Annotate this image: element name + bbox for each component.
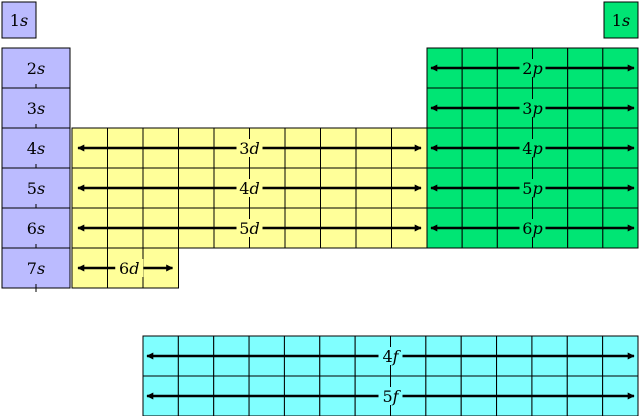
f-block-label: 5f <box>382 387 401 406</box>
shell-number: 6 <box>522 219 532 238</box>
orbital-letter: f <box>392 387 402 406</box>
p-block-label: 4p <box>522 139 542 158</box>
shell-number: 7 <box>27 259 37 278</box>
shell-number: 3 <box>239 139 249 158</box>
label-backdrop <box>115 259 144 277</box>
orbital-letter: f <box>392 347 402 366</box>
shell-number: 4 <box>27 139 37 158</box>
shell-number: 1 <box>612 11 622 30</box>
label-backdrop <box>25 99 47 117</box>
label-backdrop <box>519 179 546 197</box>
orbital-letter: d <box>129 259 139 278</box>
shell-number: 5 <box>239 219 249 238</box>
shell-number: 4 <box>382 347 392 366</box>
arrows-layer <box>25 59 635 405</box>
s-block-label: 7s <box>27 259 45 278</box>
s-block-label: 4s <box>27 139 45 158</box>
label-backdrop <box>236 219 263 237</box>
d-block-label: 4d <box>239 179 259 198</box>
label-backdrop <box>25 219 47 237</box>
orbital-letter: s <box>20 11 28 30</box>
label-backdrop <box>519 99 546 117</box>
shell-number: 4 <box>522 139 532 158</box>
orbital-letter: d <box>249 219 259 238</box>
orbital-letter: s <box>622 11 630 30</box>
p-block-label: 3p <box>522 99 542 118</box>
orbital-letter: s <box>37 99 45 118</box>
shell-number: 2 <box>522 59 532 78</box>
orbital-letter: p <box>532 219 542 238</box>
label-backdrop <box>236 179 263 197</box>
shell-number: 3 <box>27 99 37 118</box>
d-block-label: 3d <box>239 139 259 158</box>
label-backdrop <box>519 59 546 77</box>
orbital-letter: p <box>532 59 542 78</box>
shell-number: 5 <box>522 179 532 198</box>
orbital-letter: p <box>532 139 542 158</box>
shell-number: 1 <box>10 11 20 30</box>
label-backdrop <box>25 179 47 197</box>
shell-number: 6 <box>27 219 37 238</box>
f-block-label: 4f <box>382 347 401 366</box>
orbital-letter: p <box>532 179 542 198</box>
orbital-letter: s <box>37 179 45 198</box>
label-backdrop <box>519 219 546 237</box>
label-backdrop <box>378 347 403 365</box>
label-backdrop <box>25 139 47 157</box>
p-block-label: 5p <box>522 179 542 198</box>
s-block-label: 2s <box>27 59 45 78</box>
orbital-letter: d <box>249 139 259 158</box>
shell-number: 6 <box>119 259 129 278</box>
orbital-letter: d <box>249 179 259 198</box>
shell-number: 4 <box>239 179 249 198</box>
label-backdrop <box>25 259 47 277</box>
shell-number: 5 <box>382 387 392 406</box>
label-backdrop <box>378 387 403 405</box>
label-backdrop <box>519 139 546 157</box>
s-block-label: 6s <box>27 219 45 238</box>
orbital-letter: s <box>37 259 45 278</box>
shell-number: 5 <box>27 179 37 198</box>
orbital-letter: s <box>37 219 45 238</box>
orbital-letter: p <box>532 99 542 118</box>
label-backdrop <box>236 139 263 157</box>
orbital-letter: s <box>37 59 45 78</box>
cell-1s-right <box>603 1 639 39</box>
p-block-label: 6p <box>522 219 542 238</box>
shell-number: 3 <box>522 99 532 118</box>
shell-number: 2 <box>27 59 37 78</box>
cell-1s-left <box>1 1 37 39</box>
d-block-label: 5d <box>239 219 259 238</box>
p-block-label: 2p <box>522 59 542 78</box>
s-block-label: 5s <box>27 179 45 198</box>
orbital-letter: s <box>37 139 45 158</box>
label-backdrop <box>25 59 47 77</box>
s-block-label: 3s <box>27 99 45 118</box>
d-block-label: 6d <box>119 259 139 278</box>
s-block-label: 1s <box>612 11 630 30</box>
s-block-label: 1s <box>10 11 28 30</box>
